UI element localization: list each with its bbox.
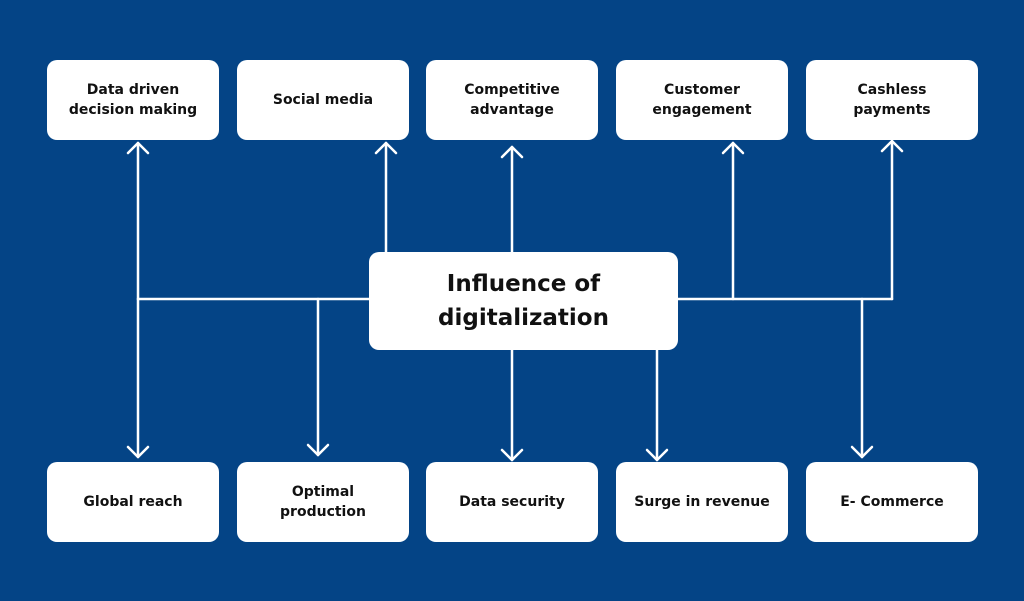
arrowhead-optimal-production: [306, 443, 330, 457]
node-social-media: Social media: [237, 60, 409, 140]
arrowhead-global-reach: [126, 445, 150, 459]
node-global-reach: Global reach: [47, 462, 219, 542]
node-label: Social media: [272, 92, 374, 108]
node-label: Cashless payments: [853, 82, 931, 118]
node-cashless-payments: Cashless payments: [806, 60, 978, 140]
node-label: Global reach: [83, 494, 183, 510]
arrowhead-cashless-payments: [880, 139, 904, 153]
center-node: Influence of digitalization: [369, 252, 678, 350]
node-label: Customer engagement: [652, 82, 752, 118]
node-label: E- Commerce: [840, 494, 944, 510]
center-node-label: Influence of digitalization: [438, 271, 609, 331]
node-customer-engagement: Customer engagement: [616, 60, 788, 140]
node-data-security: Data security: [426, 462, 598, 542]
arrowhead-social-media: [374, 141, 398, 155]
node-optimal-production: Optimal production: [237, 462, 409, 542]
node-competitive-advantage: Competitive advantage: [426, 60, 598, 140]
node-surge-in-revenue: Surge in revenue: [616, 462, 788, 542]
arrowhead-data-driven: [126, 141, 150, 155]
arrowhead-surge-in-revenue: [645, 448, 669, 462]
node-label: Competitive advantage: [464, 82, 560, 118]
arrowhead-data-security: [500, 448, 524, 462]
arrowhead-customer-engagement: [721, 141, 745, 155]
node-label: Data security: [459, 494, 565, 510]
node-label: Optimal production: [280, 484, 366, 520]
arrowhead-competitive-advantage: [500, 145, 524, 159]
node-label: Surge in revenue: [634, 494, 770, 510]
node-label: Data driven decision making: [68, 82, 198, 118]
arrowhead-e-commerce: [850, 445, 874, 459]
node-e-commerce: E- Commerce: [806, 462, 978, 542]
node-data-driven-decision-making: Data driven decision making: [47, 60, 219, 140]
